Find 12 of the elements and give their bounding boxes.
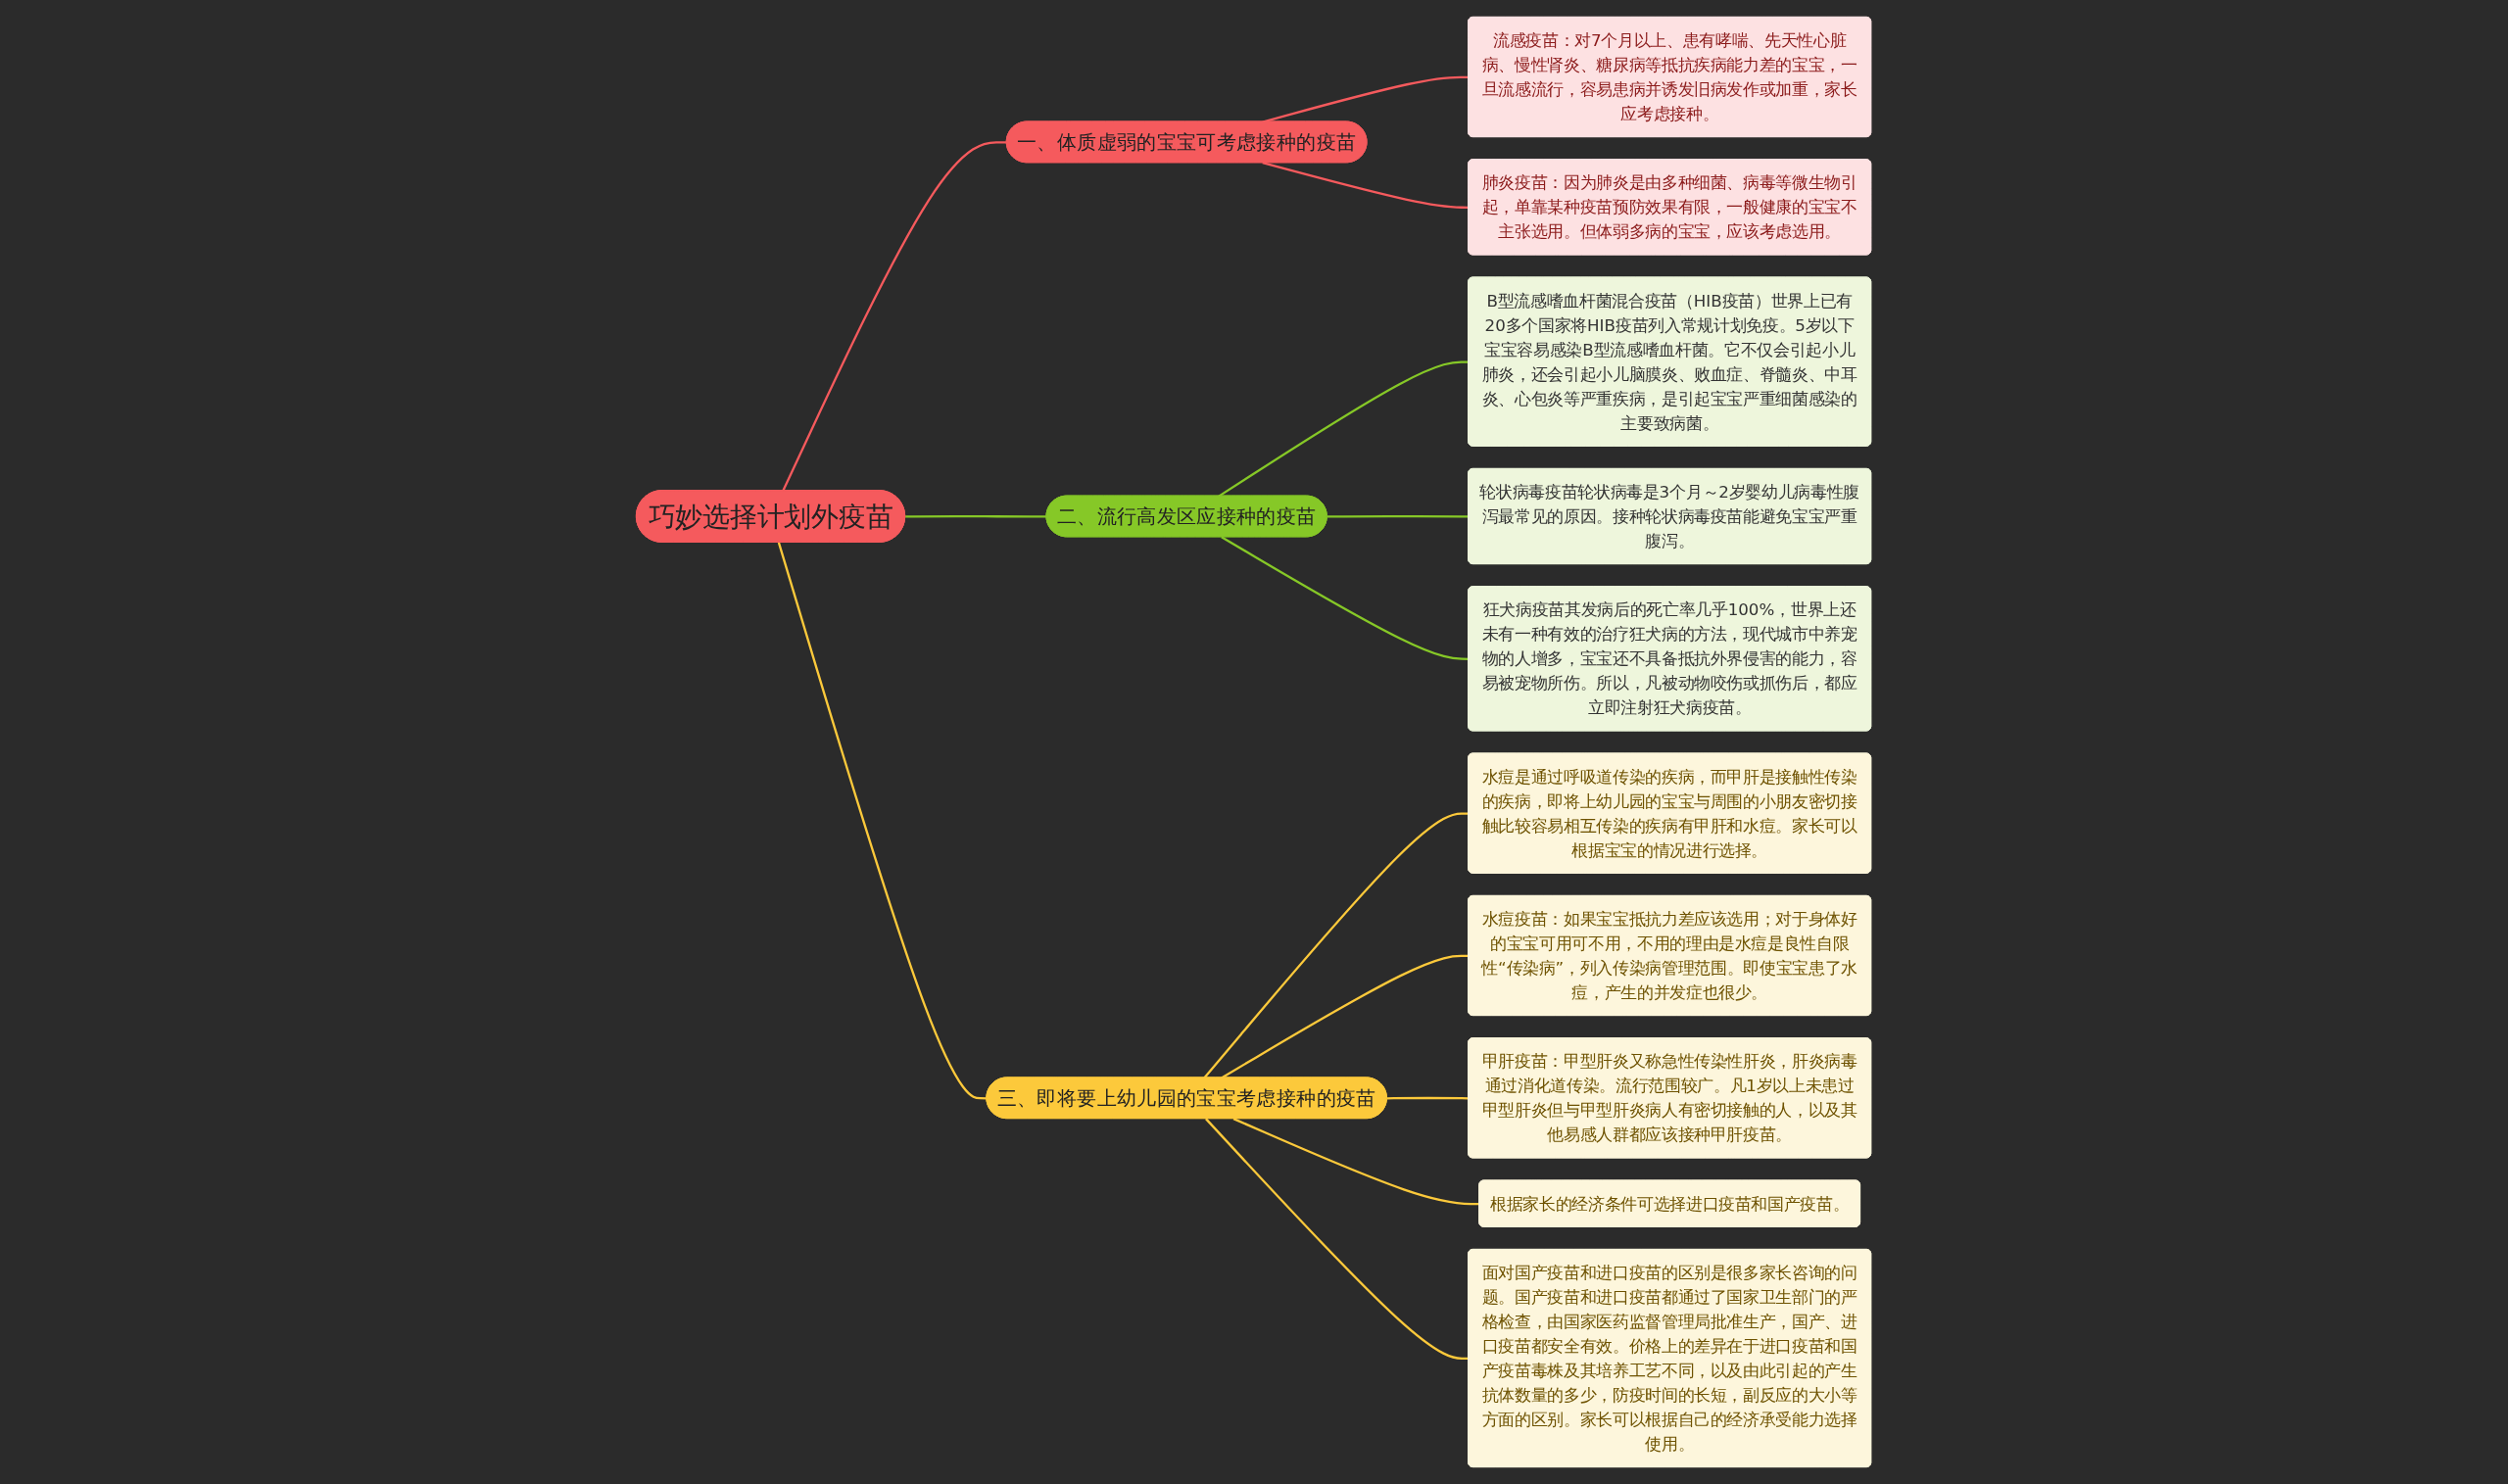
connector xyxy=(778,542,988,1100)
connector xyxy=(1387,1096,1470,1100)
connector xyxy=(1221,536,1470,660)
connector xyxy=(905,515,1047,518)
connector xyxy=(1327,515,1470,518)
connector xyxy=(1262,162,1470,209)
connector xyxy=(1221,954,1470,1079)
connector xyxy=(782,141,1008,492)
connector xyxy=(1218,360,1470,498)
connector xyxy=(1203,812,1470,1079)
connector xyxy=(1233,1118,1480,1206)
connector xyxy=(1205,1118,1470,1361)
